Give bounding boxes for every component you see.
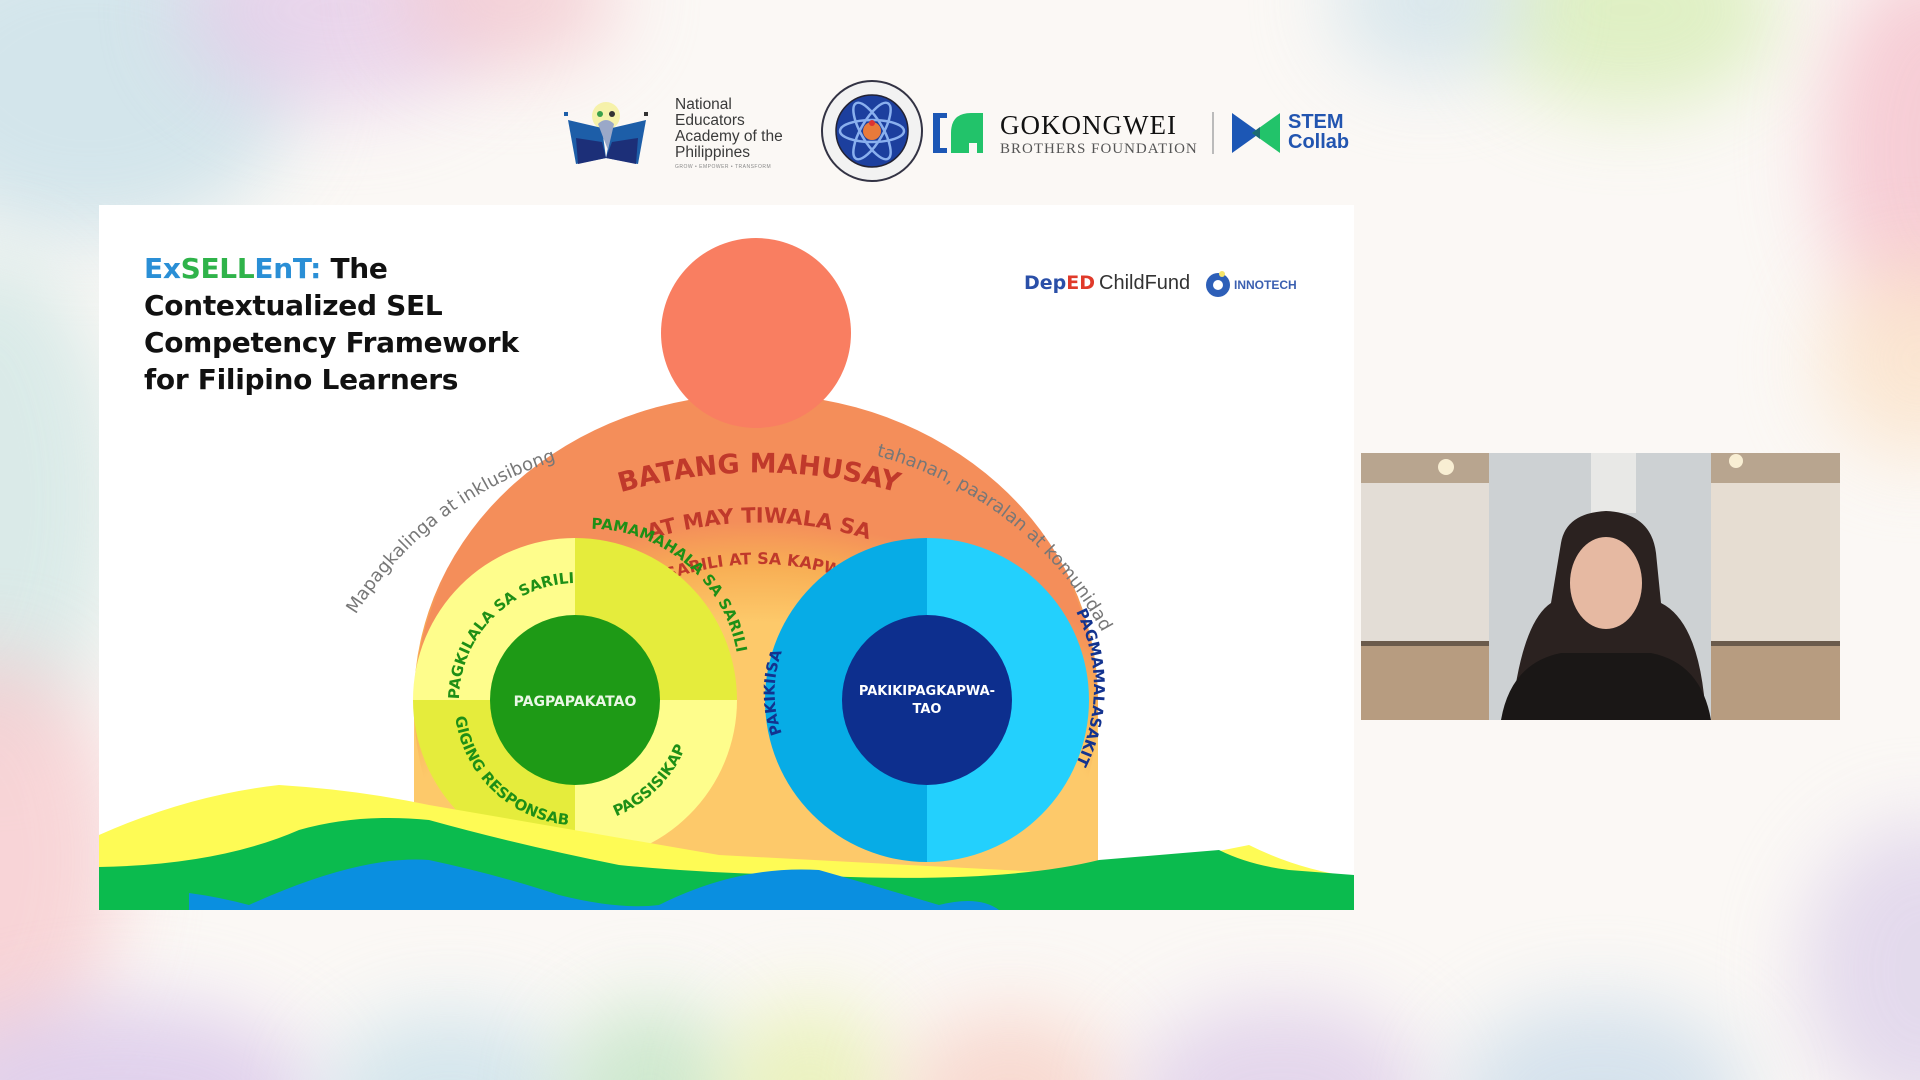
- title-rest: The: [321, 252, 388, 285]
- stem-collab-name: STEM Collab: [1288, 112, 1349, 152]
- brand-ex: Ex: [144, 252, 181, 285]
- title-line3: Competency Framework: [144, 326, 519, 359]
- stem-line: STEM: [1288, 111, 1344, 133]
- neap-line: National: [675, 96, 732, 113]
- title-line4: for Filipino Learners: [144, 363, 459, 396]
- pakikipagkapwa-tao-circle: PAKIKIPAGKAPWA- TAO PAKIKIISA PAGMAMALAS…: [761, 538, 1108, 862]
- prc-seal-icon: [821, 80, 923, 182]
- neap-line: Academy of the: [675, 128, 783, 145]
- core-pakikipagkapwa-line1: PAKIKIPAGKAPWA-: [859, 684, 995, 699]
- slide-title: ExSELLEnT: The Contextualized SEL Compet…: [144, 250, 519, 398]
- brand-sell: SELL: [180, 252, 255, 285]
- gokongwei-sub: BROTHERS FOUNDATION: [1000, 141, 1198, 157]
- presenter-video-frame: [1361, 453, 1840, 720]
- neap-tagline: GROW • EMPOWER • TRANSFORM: [675, 164, 772, 170]
- wave-blue: [189, 859, 999, 910]
- childfund-logo: ChildFund: [1099, 272, 1191, 294]
- deped-logo: DepED: [1024, 272, 1095, 294]
- presenter-video[interactable]: [1361, 453, 1840, 720]
- neap-name: National Educators Academy of the Philip…: [675, 97, 783, 161]
- sponsor-logo-bar: National Educators Academy of the Philip…: [0, 0, 1920, 200]
- core-pagpapakatao: PAGPAPAKATAO: [514, 694, 637, 710]
- gokongwei-logo-icon: [933, 113, 983, 153]
- logo-divider: [1212, 112, 1214, 154]
- stem-line: Collab: [1288, 131, 1350, 153]
- deped-dep: Dep: [1024, 272, 1067, 294]
- brand-ent: EnT:: [254, 252, 322, 285]
- sun-circle: [661, 238, 851, 428]
- neap-line: Philippines: [675, 144, 750, 161]
- title-line2: Contextualized SEL: [144, 289, 443, 322]
- gokongwei-name: GOKONGWEI: [1000, 110, 1177, 140]
- innotech-label: INNOTECH: [1234, 278, 1297, 292]
- neap-line: Educators: [675, 112, 745, 129]
- presentation-slide: Mapagkalinga at inklusibong tahanan, paa…: [99, 205, 1354, 910]
- seameo-innotech-icon: [1206, 271, 1230, 297]
- core-pakikipagkapwa-line2: TAO: [913, 702, 942, 717]
- deped-ed: ED: [1066, 272, 1096, 294]
- neap-logo-icon: [564, 102, 648, 164]
- stem-collab-logo-icon: [1232, 113, 1280, 153]
- title-line1: ExSELLEnT: The: [144, 250, 519, 287]
- sel-framework-diagram: Mapagkalinga at inklusibong tahanan, paa…: [99, 205, 1354, 910]
